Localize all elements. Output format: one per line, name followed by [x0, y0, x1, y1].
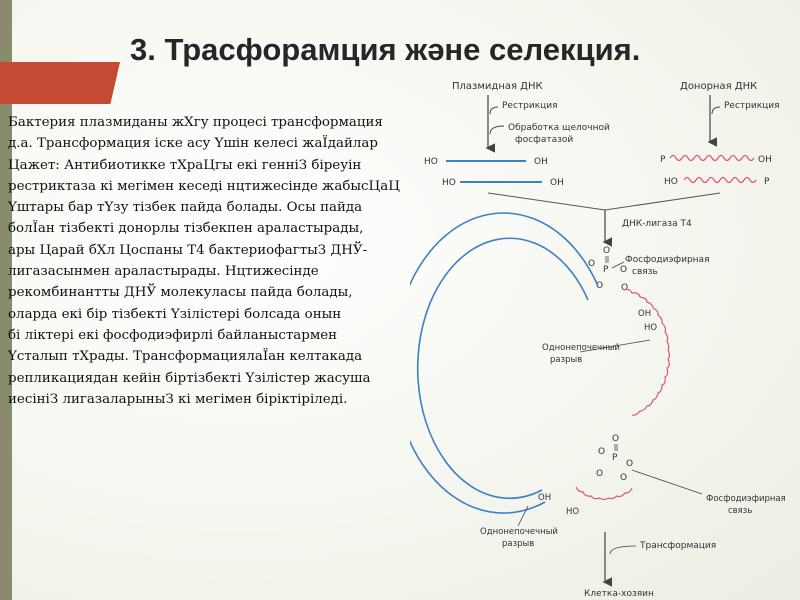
restriction-left-label: Рестрикция — [502, 101, 558, 111]
ho-bottom-left: HO — [442, 178, 456, 188]
slide-body-text: Бактерия плазмиданы жХгу процесі трансфо… — [8, 115, 400, 407]
plasmid-outer-arc — [410, 212, 599, 514]
top-o-bl-label: O — [596, 281, 603, 291]
oh-ring-3: OH — [538, 493, 551, 503]
top-o-label: O — [603, 246, 610, 256]
bot-phospho-pointer — [631, 469, 703, 495]
ho-top-left: HO — [424, 157, 438, 167]
ligase-label: ДНК-лигаза Т4 — [622, 219, 692, 229]
host-cell-label: Клетка-хозяин — [584, 589, 654, 599]
top-phospho-pointer — [611, 261, 625, 269]
donor-dna-label: Донорная ДНК — [680, 81, 757, 92]
bot-p-label: P — [612, 453, 618, 463]
bot-o-label: O — [612, 434, 619, 444]
bot-o-br-label: O — [620, 473, 627, 483]
p-bottom-right: P — [764, 177, 770, 187]
p-top-right: P — [660, 155, 666, 165]
phospho-bottom-label-2: связь — [728, 506, 752, 516]
oh-ring-1: OH — [638, 309, 651, 319]
transformation-pointer — [609, 545, 637, 555]
transformation-diagram: Плазмидная ДНК Донорная ДНК Рестрикция О… — [410, 81, 786, 599]
title-accent-tab — [0, 62, 120, 104]
merge-lines — [487, 192, 721, 211]
top-p-label: P — [603, 265, 609, 275]
phospho-bottom-label-1: Фосфодиэфирная — [706, 494, 786, 504]
donor-strand-top — [669, 154, 755, 162]
phospho-top-label-1: Фосфодиэфирная — [625, 255, 710, 265]
bot-o-right-label: O — [626, 459, 633, 469]
bot-o-bl-label: O — [596, 469, 603, 479]
ho-bottom-right: HO — [664, 177, 678, 187]
oh-bottom-left: OH — [550, 178, 564, 188]
restriction-right-arrow — [711, 106, 721, 115]
oh-ring-4: HO — [566, 507, 579, 517]
alkaline-label-1: Обработка щелочной — [508, 123, 610, 133]
plasmid-dna-label: Плазмидная ДНК — [452, 81, 543, 92]
single-break-inner-pointer — [579, 339, 651, 353]
transformation-label: Трансформация — [639, 541, 716, 551]
alkaline-label-2: фосфатазой — [515, 135, 573, 145]
single-break-inner-label-1: Однонепочечный — [542, 343, 620, 353]
top-o-right-label: O — [620, 265, 627, 275]
donor-strand-bottom — [683, 176, 757, 184]
single-break-outer-label-2: разрыв — [502, 539, 534, 549]
donor-outer-wave — [623, 288, 671, 416]
top-o-br-label: O — [621, 283, 628, 293]
left-accent-bar — [0, 0, 12, 600]
single-break-outer-pointer — [517, 505, 529, 527]
donor-lower-wave — [575, 486, 633, 501]
restriction-right-label: Рестрикция — [724, 101, 780, 111]
oh-top-left: OH — [534, 157, 548, 167]
phospho-top-label-2: связь — [632, 267, 658, 277]
oh-top-right: OH — [758, 155, 772, 165]
restriction-left-arrow — [489, 106, 499, 115]
single-break-inner-label-2: разрыв — [550, 355, 582, 365]
single-break-outer-label-1: Однонепочечный — [480, 527, 558, 537]
plasmid-inner-arc — [416, 237, 589, 500]
alkaline-arrow — [489, 125, 505, 135]
slide-title: 3. Трасфорамция және селекция. — [130, 32, 641, 67]
oh-ring-2: HO — [644, 323, 657, 333]
top-o-left-label: O — [588, 259, 595, 269]
bot-o-left-label: O — [598, 447, 605, 457]
